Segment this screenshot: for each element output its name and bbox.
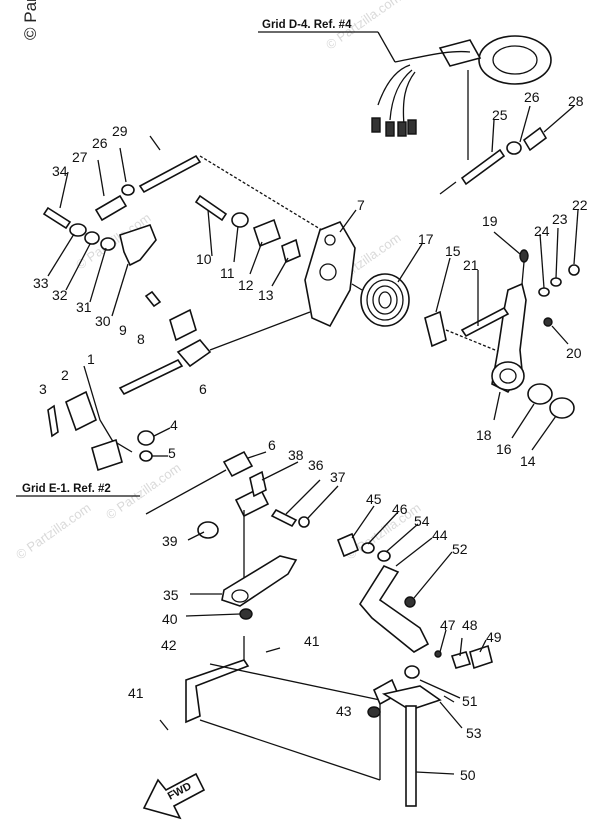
part-label: 30 [95, 313, 111, 329]
part-label: 27 [72, 149, 88, 165]
part-label: 21 [463, 257, 479, 273]
part-label: 33 [33, 275, 49, 291]
part-label: 24 [534, 223, 550, 239]
part-1-5-linkage [47, 365, 155, 472]
part-label: 22 [572, 197, 588, 213]
part-label: 48 [462, 617, 478, 633]
part-label: 51 [462, 693, 478, 709]
part-label: 16 [496, 441, 512, 457]
part-label: 1 [87, 351, 95, 367]
part-label: 50 [460, 767, 476, 783]
part-label: 4 [170, 417, 178, 433]
part-label: 26 [92, 135, 108, 151]
part-label: 10 [196, 251, 212, 267]
part-label: 8 [137, 331, 145, 347]
part-label: 36 [308, 457, 324, 473]
part-label: 35 [163, 587, 179, 603]
part-label: 52 [452, 541, 468, 557]
part-label: 44 [432, 527, 448, 543]
part-7-lever [304, 220, 356, 328]
part-label: 2 [61, 367, 69, 383]
ref-grid-e1-label: Grid E-1. Ref. #2 [22, 483, 111, 495]
part-label: 40 [162, 611, 178, 627]
part-label: 54 [414, 513, 430, 529]
part-label: 11 [220, 265, 235, 281]
part-label: 39 [162, 533, 178, 549]
part-label: 41 [304, 633, 320, 649]
part-label: 9 [119, 322, 127, 338]
part-label: 47 [440, 617, 456, 633]
part-label: 19 [482, 213, 498, 229]
part-38-39-joint [145, 450, 310, 580]
part-label: 38 [288, 447, 304, 463]
ref-grid-d4-label: Grid D-4. Ref. #4 [262, 19, 352, 31]
part-label: 34 [52, 163, 68, 179]
part-label: 37 [330, 469, 346, 485]
part-label: 6 [199, 381, 207, 397]
part-label: 3 [39, 381, 47, 397]
part-label: 12 [238, 277, 254, 293]
part-label: 26 [524, 89, 540, 105]
part-label: 45 [366, 491, 382, 507]
part-label: 25 [492, 107, 508, 123]
watermarks: © Partzilla.com © Partzilla.com © Partzi… [13, 0, 423, 562]
part-label: 14 [520, 453, 536, 469]
part-label: 18 [476, 427, 492, 443]
part-number-labels: 1 2 3 4 5 6 6 7 8 9 10 11 12 13 14 15 16… [33, 89, 588, 783]
leader-lines [47, 105, 579, 775]
part-sensor-assembly [371, 35, 552, 160]
part-label: 29 [112, 123, 128, 139]
part-label: 28 [568, 93, 584, 109]
part-35-arm [221, 555, 298, 620]
part-8-9-bracket [118, 290, 311, 396]
ref-grid-e1: Grid E-1. Ref. #2 [16, 483, 140, 497]
part-10-13-bushings [194, 194, 301, 264]
part-15-collar [424, 310, 501, 353]
part-label: 31 [76, 299, 92, 315]
part-25-26-28-bolt [439, 126, 548, 195]
part-44-lever [336, 532, 493, 670]
fwd-arrow: FWD [142, 772, 206, 820]
watermark-text: © Partzilla.com [13, 500, 93, 563]
part-label: 53 [466, 725, 482, 741]
part-upper-left-group [42, 154, 331, 267]
part-label: 23 [552, 211, 568, 227]
part-label: 41 [128, 685, 144, 701]
part-label: 46 [392, 501, 408, 517]
part-label: 13 [258, 287, 274, 303]
part-label: 20 [566, 345, 582, 361]
leader-line [377, 31, 396, 63]
part-label: 32 [52, 287, 68, 303]
part-18-lever [460, 249, 580, 419]
part-label: 5 [168, 445, 176, 461]
part-label: 15 [445, 243, 461, 259]
part-label: 17 [418, 231, 434, 247]
part-label: 42 [161, 637, 177, 653]
copyright-text: © Parzi [21, 0, 40, 40]
watermark-text: © Partzilla.com [103, 460, 183, 523]
part-label: 49 [486, 629, 502, 645]
part-label: 43 [336, 703, 352, 719]
part-label: 6 [268, 437, 276, 453]
part-label: 7 [357, 197, 365, 213]
ref-grid-d4: Grid D-4. Ref. #4 [258, 19, 396, 63]
part-17-spring [351, 273, 410, 327]
part-50-shaft [367, 665, 455, 807]
